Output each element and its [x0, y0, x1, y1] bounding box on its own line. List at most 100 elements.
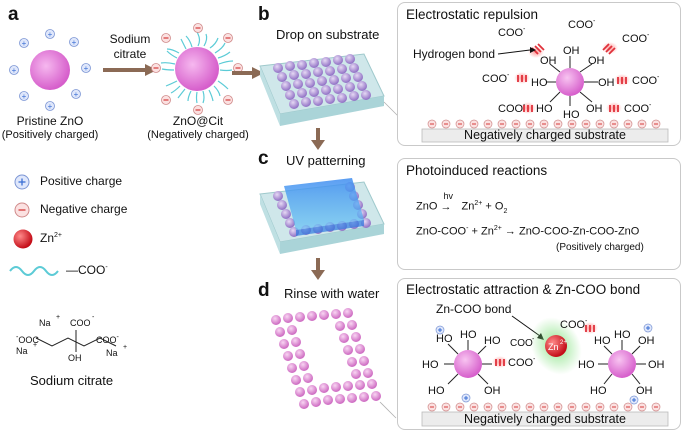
- svg-text:-: -: [532, 336, 535, 343]
- svg-text:+: +: [48, 102, 53, 111]
- legend-zn-text: Zn: [40, 231, 55, 245]
- svg-text:HO: HO: [590, 385, 607, 397]
- legend-zn-sup: 2+: [54, 232, 62, 239]
- reaction-1: ZnO hv→ Zn2+ + O2: [416, 190, 508, 215]
- panel-letter-a: a: [8, 4, 19, 25]
- panel-letter-d: d: [258, 280, 270, 301]
- svg-text:HO: HO: [484, 335, 501, 347]
- svg-text:+: +: [48, 30, 53, 39]
- svg-text:OH: OH: [586, 103, 603, 115]
- svg-text:HO: HO: [536, 103, 553, 115]
- citrate-oh: OH: [68, 353, 82, 363]
- box-c-title: Photoinduced reactions: [406, 163, 548, 178]
- svg-text:+: +: [22, 39, 27, 48]
- sodium-citrate-arrow-label-2: citrate: [113, 47, 147, 61]
- svg-text:-: -: [533, 356, 536, 363]
- citrate-ooc-left: -OOC: [16, 334, 39, 345]
- svg-text:+: +: [84, 64, 89, 73]
- svg-text:COO: COO: [560, 319, 586, 331]
- pristine-zno-label: Pristine ZnO: [16, 114, 84, 128]
- box-b-title: Electrostatic repulsion: [406, 7, 539, 22]
- panel-letter-c: c: [258, 148, 269, 169]
- svg-text:HO: HO: [428, 385, 445, 397]
- zno-cit-charge: (Negatively charged): [147, 129, 249, 141]
- svg-text:HO: HO: [436, 333, 453, 345]
- citrate-na-right-sup: +: [123, 344, 128, 351]
- step-arrow-a2: [232, 67, 264, 79]
- svg-text:2+: 2+: [560, 340, 567, 346]
- substrate-label-d: Negatively charged substrate: [464, 412, 626, 426]
- svg-text:-: -: [649, 102, 652, 109]
- step-label-d: Rinse with water: [284, 286, 380, 301]
- svg-text:OH: OH: [484, 385, 501, 397]
- reaction-2: ZnO-COO- + Zn2+ → ZnO-COO-Zn-COO-ZnO: [416, 225, 640, 238]
- box-photoinduced-reactions: [397, 158, 681, 270]
- citrate-coo-top-sup: -: [92, 314, 95, 321]
- zno-cit-label: ZnO@Cit: [172, 114, 224, 128]
- legend-coo-sup: -: [105, 264, 108, 271]
- svg-text:-: -: [647, 32, 650, 39]
- substrate-label-b: Hydrogen bond: [413, 47, 496, 61]
- citrate-caption: Sodium citrate: [30, 373, 114, 388]
- legend-coo-text: —COO: [66, 263, 106, 277]
- svg-text:-: -: [657, 74, 660, 81]
- svg-text:+: +: [22, 92, 27, 101]
- step-arrow-cd: [311, 258, 325, 280]
- svg-text:HO: HO: [614, 329, 631, 341]
- svg-text:HO: HO: [563, 109, 580, 121]
- svg-text:-: -: [585, 318, 588, 325]
- svg-text:+: +: [72, 38, 77, 47]
- citrate-coo-top: COO: [70, 318, 91, 328]
- eq2-arrow: →: [504, 225, 519, 238]
- step-arrow-a1: [103, 64, 157, 76]
- svg-text:-: -: [507, 72, 510, 79]
- svg-text:OH: OH: [636, 385, 653, 397]
- pristine-zno-particle: + + + + + + + +: [9, 29, 91, 111]
- citrate-na-top-sup: +: [56, 314, 61, 321]
- positive-charge-icon: [14, 174, 30, 190]
- svg-text:COO: COO: [498, 103, 524, 115]
- citrate-na-left-sup: +: [33, 342, 38, 349]
- negative-charge-icon: [14, 202, 30, 218]
- eq1-o2: + O: [485, 200, 504, 213]
- svg-text:HO: HO: [531, 77, 548, 89]
- eq1-right: Zn: [461, 200, 475, 213]
- box-d-title: Electrostatic attraction & Zn-COO bond: [406, 282, 641, 297]
- svg-text:+: +: [74, 90, 79, 99]
- legend-coo-label: —COO-: [66, 263, 108, 277]
- citrate-na-right: Na: [106, 348, 118, 358]
- svg-text:OH: OH: [588, 55, 605, 67]
- reaction-2-note: (Positively charged): [556, 242, 644, 253]
- eq1-arrow: hv→: [440, 190, 453, 213]
- svg-text:-: -: [523, 26, 526, 33]
- eq2-left: ZnO-COO: [416, 225, 467, 238]
- pristine-zno-charge: (Positively charged): [1, 129, 99, 141]
- step-label-b: Drop on substrate: [276, 27, 380, 42]
- svg-text:COO: COO: [510, 338, 533, 349]
- ligand-wave-icon: [9, 266, 59, 276]
- svg-text:COO: COO: [622, 33, 648, 45]
- svg-text:HO: HO: [460, 329, 477, 341]
- eq2-right: ZnO-COO-Zn-COO-ZnO: [518, 225, 640, 238]
- svg-text:HO: HO: [578, 359, 595, 371]
- svg-text:OH: OH: [638, 335, 655, 347]
- panel-letter-b: b: [258, 4, 270, 25]
- substrate-rinsed-d: [271, 308, 397, 419]
- legend-negative-label: Negative charge: [40, 202, 128, 216]
- svg-text:HO: HO: [594, 335, 611, 347]
- legend-zn-label: Zn2+: [40, 231, 62, 245]
- svg-text:OH: OH: [563, 45, 580, 57]
- substrate-particles-b: [259, 53, 399, 126]
- citrate-na-left: Na: [16, 346, 28, 356]
- svg-text:COO: COO: [568, 19, 594, 31]
- svg-text:COO: COO: [482, 73, 508, 85]
- citrate-na-top: Na: [39, 318, 51, 328]
- substrate-label-b2: Negatively charged substrate: [464, 128, 626, 142]
- svg-text:OH: OH: [648, 359, 665, 371]
- svg-text:+: +: [12, 66, 17, 75]
- svg-text:HO: HO: [422, 359, 439, 371]
- legend-positive-label: Positive charge: [40, 174, 123, 188]
- svg-text:COO: COO: [498, 27, 524, 39]
- citrate-coo-right: COO-: [96, 334, 119, 345]
